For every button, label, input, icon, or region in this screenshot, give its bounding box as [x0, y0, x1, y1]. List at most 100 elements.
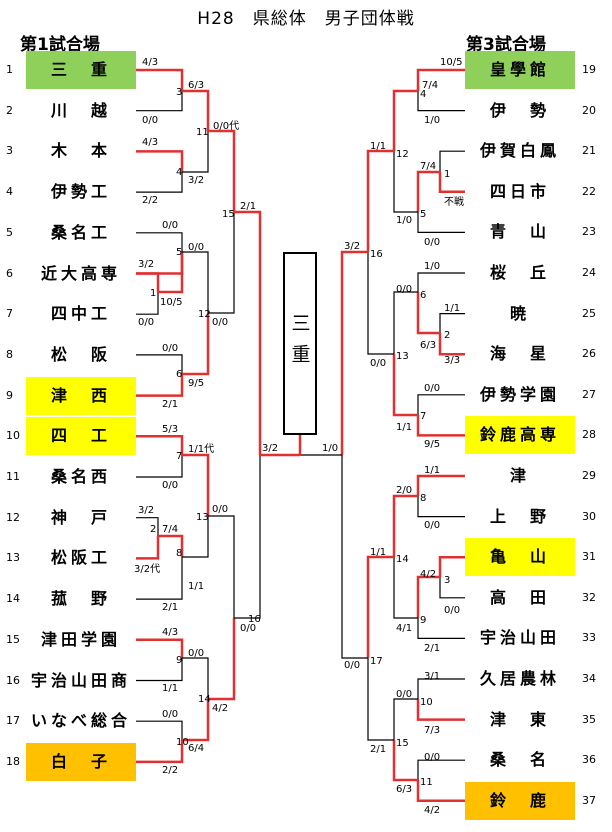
team-7: 四中工 — [50, 304, 111, 324]
team-9: 津 西 — [26, 376, 136, 415]
seed-number-18: 18 — [6, 754, 20, 768]
score-label-26: 0/0 — [162, 480, 179, 491]
score-label-33: 7/4 — [162, 524, 179, 535]
seed-number-37: 37 — [582, 793, 596, 807]
score-label-77: 7 — [420, 411, 427, 422]
score-label-66: 1/0 — [424, 261, 441, 272]
seed-number-33: 33 — [582, 631, 596, 645]
bracket-line-12 — [136, 455, 183, 478]
score-label-39: 0/0 — [240, 623, 257, 634]
seed-number-32: 32 — [582, 590, 596, 604]
score-label-22: 2/1 — [162, 399, 179, 410]
score-label-1: 0/0 — [142, 115, 159, 126]
team-34: 久居農林 — [479, 669, 560, 688]
team-19: 皇學館 — [465, 51, 575, 89]
score-label-19: 12 — [198, 309, 211, 320]
score-label-21: 0/0 — [162, 343, 179, 354]
seed-number-2: 2 — [6, 103, 13, 117]
bracket-line-71 — [341, 455, 368, 659]
score-label-32: 2 — [150, 524, 157, 535]
team-6: 近大高専 — [40, 263, 121, 283]
score-label-6: 4/3 — [142, 137, 159, 148]
winner-line-47 — [416, 415, 465, 437]
score-label-24: 9/5 — [188, 378, 205, 389]
winner-line-57 — [416, 780, 465, 803]
score-label-80: 2/0 — [396, 485, 413, 496]
score-label-93: 10 — [420, 697, 433, 708]
team-14: 菰 野 — [50, 589, 111, 609]
score-label-98: 15 — [396, 738, 409, 749]
bracket-line-27 — [182, 657, 209, 699]
seed-number-6: 6 — [6, 266, 13, 280]
score-label-7: 2/2 — [142, 195, 159, 206]
score-label-96: 17 — [370, 656, 383, 667]
score-label-85: 4/2 — [420, 569, 437, 580]
team-30: 上 野 — [489, 506, 550, 526]
bracket-line-34 — [234, 455, 261, 619]
team-23: 青 山 — [489, 222, 550, 242]
score-label-81: 8 — [420, 493, 427, 504]
seed-number-9: 9 — [6, 388, 13, 402]
winner-line-58 — [392, 89, 418, 151]
score-label-44: 14 — [198, 694, 211, 705]
team-32: 高 田 — [489, 587, 550, 607]
score-label-86: 3 — [444, 575, 451, 586]
winner-line-55 — [416, 699, 465, 721]
score-label-62: 5 — [420, 209, 427, 220]
score-label-54: 7/4 — [422, 80, 439, 91]
winner-line-62 — [392, 494, 418, 557]
score-label-31: 3/2 — [138, 505, 155, 516]
winner-line-40 — [416, 170, 440, 212]
team-16: 宇治山田商 — [30, 670, 131, 690]
score-label-10: 15 — [222, 209, 235, 220]
seed-number-25: 25 — [582, 306, 596, 320]
seed-number-11: 11 — [6, 470, 20, 483]
score-label-46: 0/0 — [162, 709, 179, 720]
score-label-30: 0/0 — [212, 504, 229, 515]
venue-left-label: 第1試合場 — [20, 35, 100, 55]
winner-line-68 — [366, 555, 394, 658]
winner-line-44 — [438, 333, 465, 356]
winner-line-61 — [392, 354, 418, 417]
champion-name: 三重 — [288, 312, 311, 375]
score-label-23: 6 — [176, 369, 183, 380]
seed-number-26: 26 — [582, 347, 596, 361]
team-17: いなべ総合 — [30, 711, 131, 731]
score-label-15: 5 — [176, 247, 183, 258]
score-label-36: 1/1 — [188, 581, 205, 592]
score-label-59: 1 — [444, 169, 451, 180]
team-33: 宇治山田 — [479, 628, 560, 648]
seed-number-28: 28 — [582, 428, 596, 442]
score-label-3: 3 — [176, 87, 183, 98]
score-label-56: 1/1 — [370, 141, 387, 152]
team-10: 四 工 — [26, 417, 136, 456]
winner-line-10 — [136, 374, 184, 397]
score-label-83: 1/1 — [370, 547, 387, 558]
team-8: 松 阪 — [50, 344, 111, 364]
score-label-8: 4 — [176, 167, 183, 178]
score-label-58: 7/4 — [420, 161, 437, 172]
score-label-50: 3/2 — [262, 443, 279, 454]
score-label-38: 16 — [248, 614, 261, 625]
score-label-2: 6/3 — [188, 80, 205, 91]
seed-number-23: 23 — [582, 225, 596, 239]
winner-line-2 — [136, 150, 184, 172]
score-label-43: 9 — [176, 655, 183, 666]
bracket-line-56 — [417, 759, 465, 780]
team-21: 伊賀白鳳 — [479, 141, 560, 161]
page-title: H28 県総体 男子団体戦 — [197, 9, 415, 29]
winner-line-28 — [182, 699, 210, 742]
score-label-65: 16 — [370, 249, 383, 260]
bracket-line-23 — [182, 251, 209, 313]
seed-number-19: 19 — [582, 63, 596, 76]
score-label-42: 0/0 — [188, 648, 205, 659]
score-label-97: 2/1 — [370, 744, 387, 755]
bracket-line-49 — [417, 496, 465, 518]
bracket-line-54 — [417, 678, 465, 699]
winner-line-24 — [182, 313, 210, 376]
seed-number-13: 13 — [6, 551, 20, 565]
score-label-34: 3/2代 — [134, 564, 161, 575]
seed-number-31: 31 — [582, 550, 596, 564]
bracket-line-69 — [367, 658, 394, 741]
bracket-line-31 — [208, 515, 235, 618]
